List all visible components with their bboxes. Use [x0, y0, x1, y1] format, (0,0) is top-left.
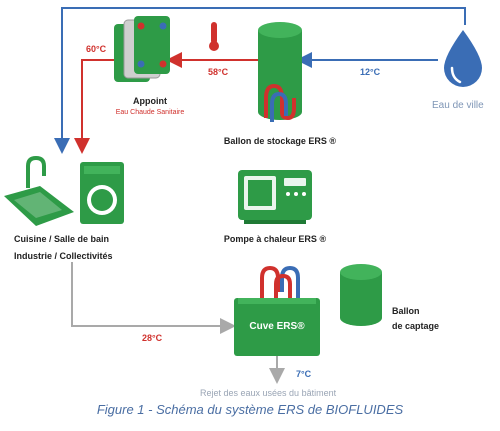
eau-de-ville-label: Eau de ville	[432, 100, 484, 111]
heat-pump-icon	[238, 170, 312, 224]
hot-water-pipes	[74, 52, 262, 154]
cuve-ers-tank-icon	[234, 265, 320, 356]
pompe-label: Pompe à chaleur ERS ®	[223, 234, 327, 244]
sink-icon	[4, 155, 74, 226]
washing-machine-icon	[80, 162, 124, 224]
appoint-label: Appoint	[133, 96, 167, 106]
thermometer-icon	[209, 22, 219, 51]
temp-28-label: 28°C	[142, 333, 163, 343]
temp-60-label: 60°C	[86, 44, 107, 54]
cold-water-pipes	[54, 7, 466, 154]
ballon-captage-label-2: de captage	[392, 321, 440, 331]
waste-water-pipes	[71, 262, 285, 384]
storage-tank-icon	[258, 22, 302, 122]
temp-12-label: 12°C	[360, 67, 381, 77]
capture-tank-icon	[340, 264, 382, 326]
heat-exchanger-icon	[114, 16, 170, 82]
usage-label-line1: Cuisine / Salle de bain	[14, 234, 110, 244]
cuve-label: Cuve ERS®	[249, 321, 305, 332]
appoint-sub-label: Eau Chaude Sanitaire	[115, 109, 185, 116]
ballon-stockage-label: Ballon de stockage ERS ®	[223, 136, 337, 146]
rejet-label: Rejet des eaux usées du bâtiment	[200, 388, 337, 398]
usage-label-line2: Industrie / Collectivités	[14, 251, 113, 261]
figure-caption: Figure 1 - Schéma du système ERS de BIOF…	[96, 402, 404, 417]
temp-58-label: 58°C	[208, 67, 229, 77]
ballon-captage-label-1: Ballon	[392, 306, 420, 316]
temp-7-label: 7°C	[296, 369, 312, 379]
water-drop-icon	[444, 30, 482, 87]
